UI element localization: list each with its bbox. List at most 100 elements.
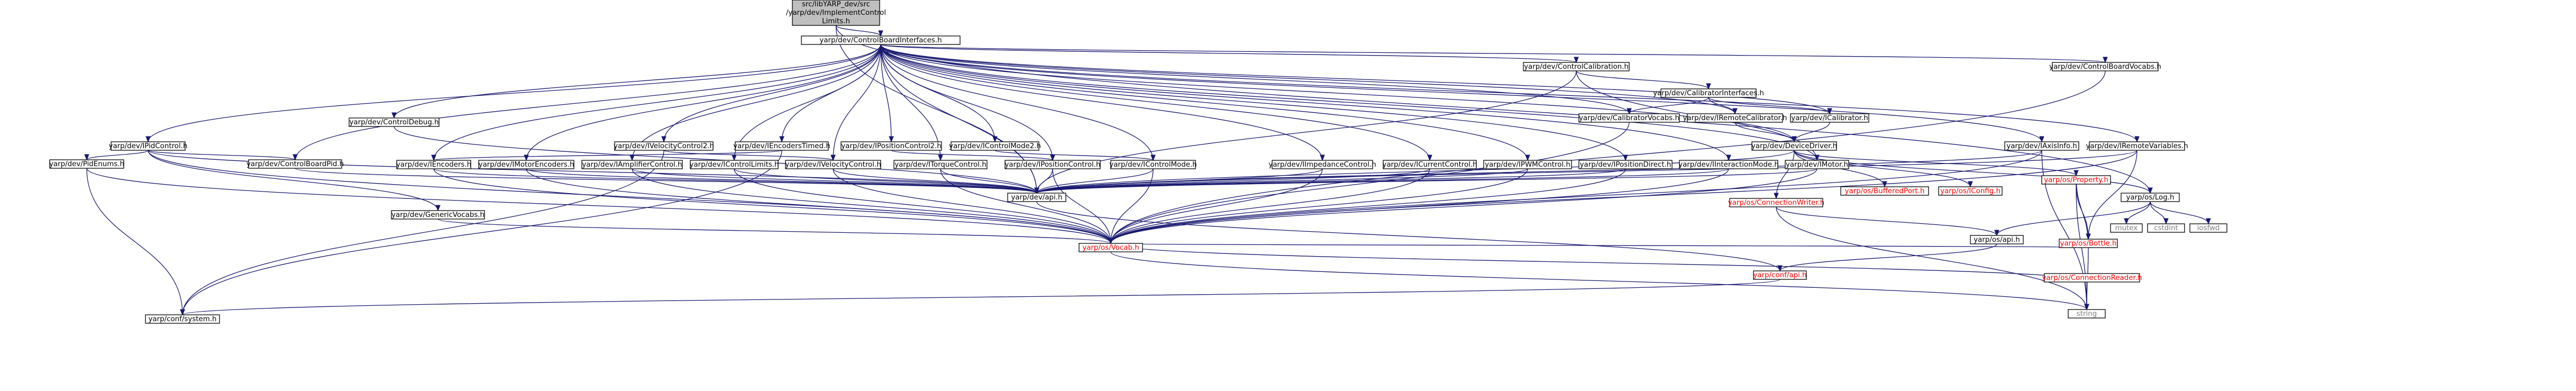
node-imotor-box: [1785, 160, 1849, 169]
edge-calibvocabs-to-vocab: [1111, 122, 1630, 243]
node-ivel-label: yarp/dev/IVelocityControl.h: [785, 161, 881, 169]
edge-cbi-to-cbvocabs: [880, 44, 2105, 62]
node-imotor[interactable]: yarp/dev/IMotor.h: [1785, 160, 1849, 169]
edge-ilim-to-vocab: [734, 168, 1111, 243]
node-ipos2-label: yarp/dev/IPositionControl2.h: [841, 142, 942, 150]
node-cdebug[interactable]: yarp/dev/ControlDebug.h: [349, 117, 440, 127]
node-itorque[interactable]: yarp/dev/ITorqueControl.h: [893, 160, 988, 169]
node-iosfwd-box: [2189, 223, 2227, 233]
node-connreader[interactable]: yarp/os/ConnectionReader.h: [2042, 273, 2142, 283]
node-devapi-box: [1007, 193, 1066, 202]
node-oslog[interactable]: yarp/os/Log.h: [2121, 193, 2180, 202]
node-iosfwd-label: iosfwd: [2197, 224, 2220, 232]
node-bottle[interactable]: yarp/os/Bottle.h: [2059, 239, 2118, 248]
node-icm-label: yarp/dev/IControlMode.h: [1109, 161, 1196, 169]
node-cbi[interactable]: yarp/dev/ControlBoardInterfaces.h: [801, 35, 961, 45]
node-bufport-label: yarp/os/BufferedPort.h: [1845, 187, 1925, 195]
node-imotor-label: yarp/dev/IMotor.h: [1786, 161, 1848, 169]
node-ivel2[interactable]: yarp/dev/IVelocityControl2.h: [614, 141, 714, 151]
node-ipos[interactable]: yarp/dev/IPositionControl.h: [1004, 160, 1101, 169]
node-idevdrv[interactable]: yarp/dev/DeviceDriver.h: [1751, 141, 1837, 151]
node-osapi[interactable]: yarp/os/api.h: [1970, 235, 2024, 244]
node-ienc[interactable]: yarp/dev/IEncoders.h: [396, 160, 471, 169]
edge-iaxis-to-vocab: [1111, 150, 2042, 243]
node-calibIf[interactable]: yarp/dev/CalibratorInterfaces.h: [1653, 88, 1764, 98]
node-root-label: Limits.h: [822, 17, 850, 25]
node-confsystem[interactable]: yarp/conf/system.h: [145, 314, 220, 324]
edge-iamp-to-vocab: [632, 168, 1111, 243]
node-ipid[interactable]: yarp/dev/IPidControl.h: [109, 141, 188, 151]
edge-devapi-to-conflaps: [1036, 201, 1780, 271]
edge-oslog-to-osapi: [1997, 201, 2151, 236]
node-bufport-box: [1840, 186, 1929, 196]
node-osapi-box: [1970, 235, 2024, 244]
edge-connreader-to-vocab: [1111, 243, 2093, 283]
node-ipwm[interactable]: yarp/dev/IPWMControl.h: [1483, 160, 1572, 169]
node-connwriter[interactable]: yarp/os/ConnectionWriter.h: [1728, 198, 1824, 207]
node-iamp-label: yarp/dev/IAmplifierControl.h: [582, 161, 682, 169]
nodes-layer: src/libYARP_dev/src/yarp/dev/ImplementCo…: [49, 0, 2227, 324]
node-iosfwd: iosfwd: [2189, 223, 2227, 233]
node-ivel2-label: yarp/dev/IVelocityControl2.h: [614, 142, 714, 150]
edge-cbi-to-ipwm: [880, 44, 1528, 160]
node-icm[interactable]: yarp/dev/IControlMode.h: [1109, 160, 1197, 169]
node-string: string: [2068, 309, 2106, 319]
edge-cbi-to-icm: [880, 44, 1153, 160]
node-iencT[interactable]: yarp/dev/IEncodersTimed.h: [733, 141, 830, 151]
node-icalib[interactable]: yarp/dev/ControlCalibration.h: [1523, 62, 1630, 71]
node-root-label: /yarp/dev/ImplementControl: [786, 9, 886, 17]
edge-itorque-to-devapi: [940, 168, 1037, 194]
edge-idevdrv-to-iconfig: [1794, 150, 1970, 187]
node-iimp[interactable]: yarp/dev/IImpedanceControl.h: [1268, 160, 1376, 169]
edge-oslog-to-iosfwd: [2150, 201, 2208, 224]
edge-ipid-to-genvocabs: [148, 150, 438, 211]
node-icalibrator-box: [1790, 113, 1869, 123]
node-icm2[interactable]: yarp/dev/IControlMode2.h: [949, 141, 1041, 151]
node-cdebug-box: [349, 117, 440, 127]
node-property[interactable]: yarp/os/Property.h: [2041, 175, 2111, 185]
edge-ipid-to-pidenums: [87, 150, 149, 160]
edge-iaxis-to-string: [2041, 150, 2087, 310]
node-cbpid[interactable]: yarp/dev/ControlBoardPid.h: [246, 159, 344, 169]
node-ivel-box: [785, 160, 881, 169]
node-ilim-label: yarp/dev/IControlLimits.h: [689, 161, 779, 169]
node-calibvocabs[interactable]: yarp/dev/CalibratorVocabs.h: [1578, 113, 1680, 123]
node-pidenums[interactable]: yarp/dev/PidEnums.h: [49, 159, 124, 169]
node-icm2-box: [951, 141, 1039, 151]
node-icalibrator[interactable]: yarp/dev/ICalibrator.h: [1790, 113, 1869, 123]
node-genvocabs[interactable]: yarp/dev/GenericVocabs.h: [391, 210, 485, 220]
node-devapi-label: yarp/dev/api.h: [1011, 194, 1063, 202]
node-property-box: [2041, 175, 2111, 185]
node-iaxis[interactable]: yarp/dev/IAxisInfo.h: [2004, 141, 2079, 151]
node-iimp-box: [1272, 160, 1373, 169]
node-ilim[interactable]: yarp/dev/IControlLimits.h: [689, 160, 779, 169]
node-cbvocabs[interactable]: yarp/dev/ControlBoardVocabs.h: [2049, 62, 2161, 71]
node-conflaps-box: [1753, 270, 1807, 280]
edge-ipwm-to-devapi: [1037, 168, 1528, 194]
node-root-box: [792, 0, 880, 26]
edge-iposd-to-vocab: [1111, 168, 1626, 243]
node-cstdint: cstdint: [2147, 223, 2185, 233]
node-icur[interactable]: yarp/dev/ICurrentControl.h: [1382, 160, 1477, 169]
edges-layer: [87, 25, 2208, 315]
edge-ipwm-to-vocab: [1111, 168, 1528, 243]
node-vocab-label: yarp/os/Vocab.h: [1082, 244, 1139, 252]
node-devapi[interactable]: yarp/dev/api.h: [1007, 193, 1066, 202]
node-iremcal[interactable]: yarp/dev/IRemoteCalibrator.h: [1683, 113, 1787, 123]
node-iamp[interactable]: yarp/dev/IAmplifierControl.h: [581, 160, 683, 169]
node-bufport[interactable]: yarp/os/BufferedPort.h: [1840, 186, 1929, 196]
node-calibvocabs-box: [1578, 113, 1680, 123]
node-imotenc-box: [478, 160, 574, 169]
node-iposd[interactable]: yarp/dev/IPositionDirect.h: [1578, 160, 1673, 169]
node-vocab[interactable]: yarp/os/Vocab.h: [1079, 243, 1143, 252]
node-string-label: string: [2077, 310, 2097, 318]
node-ipos2[interactable]: yarp/dev/IPositionControl2.h: [841, 141, 942, 151]
node-ipid-box: [111, 141, 186, 151]
node-conflaps[interactable]: yarp/conf/api.h: [1753, 270, 1807, 280]
node-imotenc[interactable]: yarp/dev/IMotorEncoders.h: [478, 160, 574, 169]
node-ivel[interactable]: yarp/dev/IVelocityControl.h: [785, 160, 881, 169]
edge-oslog-to-cstdint: [2150, 201, 2166, 224]
node-iinter[interactable]: yarp/dev/IInteractionMode.h: [1678, 160, 1779, 169]
node-iconfig[interactable]: yarp/os/IConfig.h: [1938, 186, 2003, 196]
node-iremvar[interactable]: yarp/dev/IRemoteVariables.h: [2086, 141, 2188, 151]
